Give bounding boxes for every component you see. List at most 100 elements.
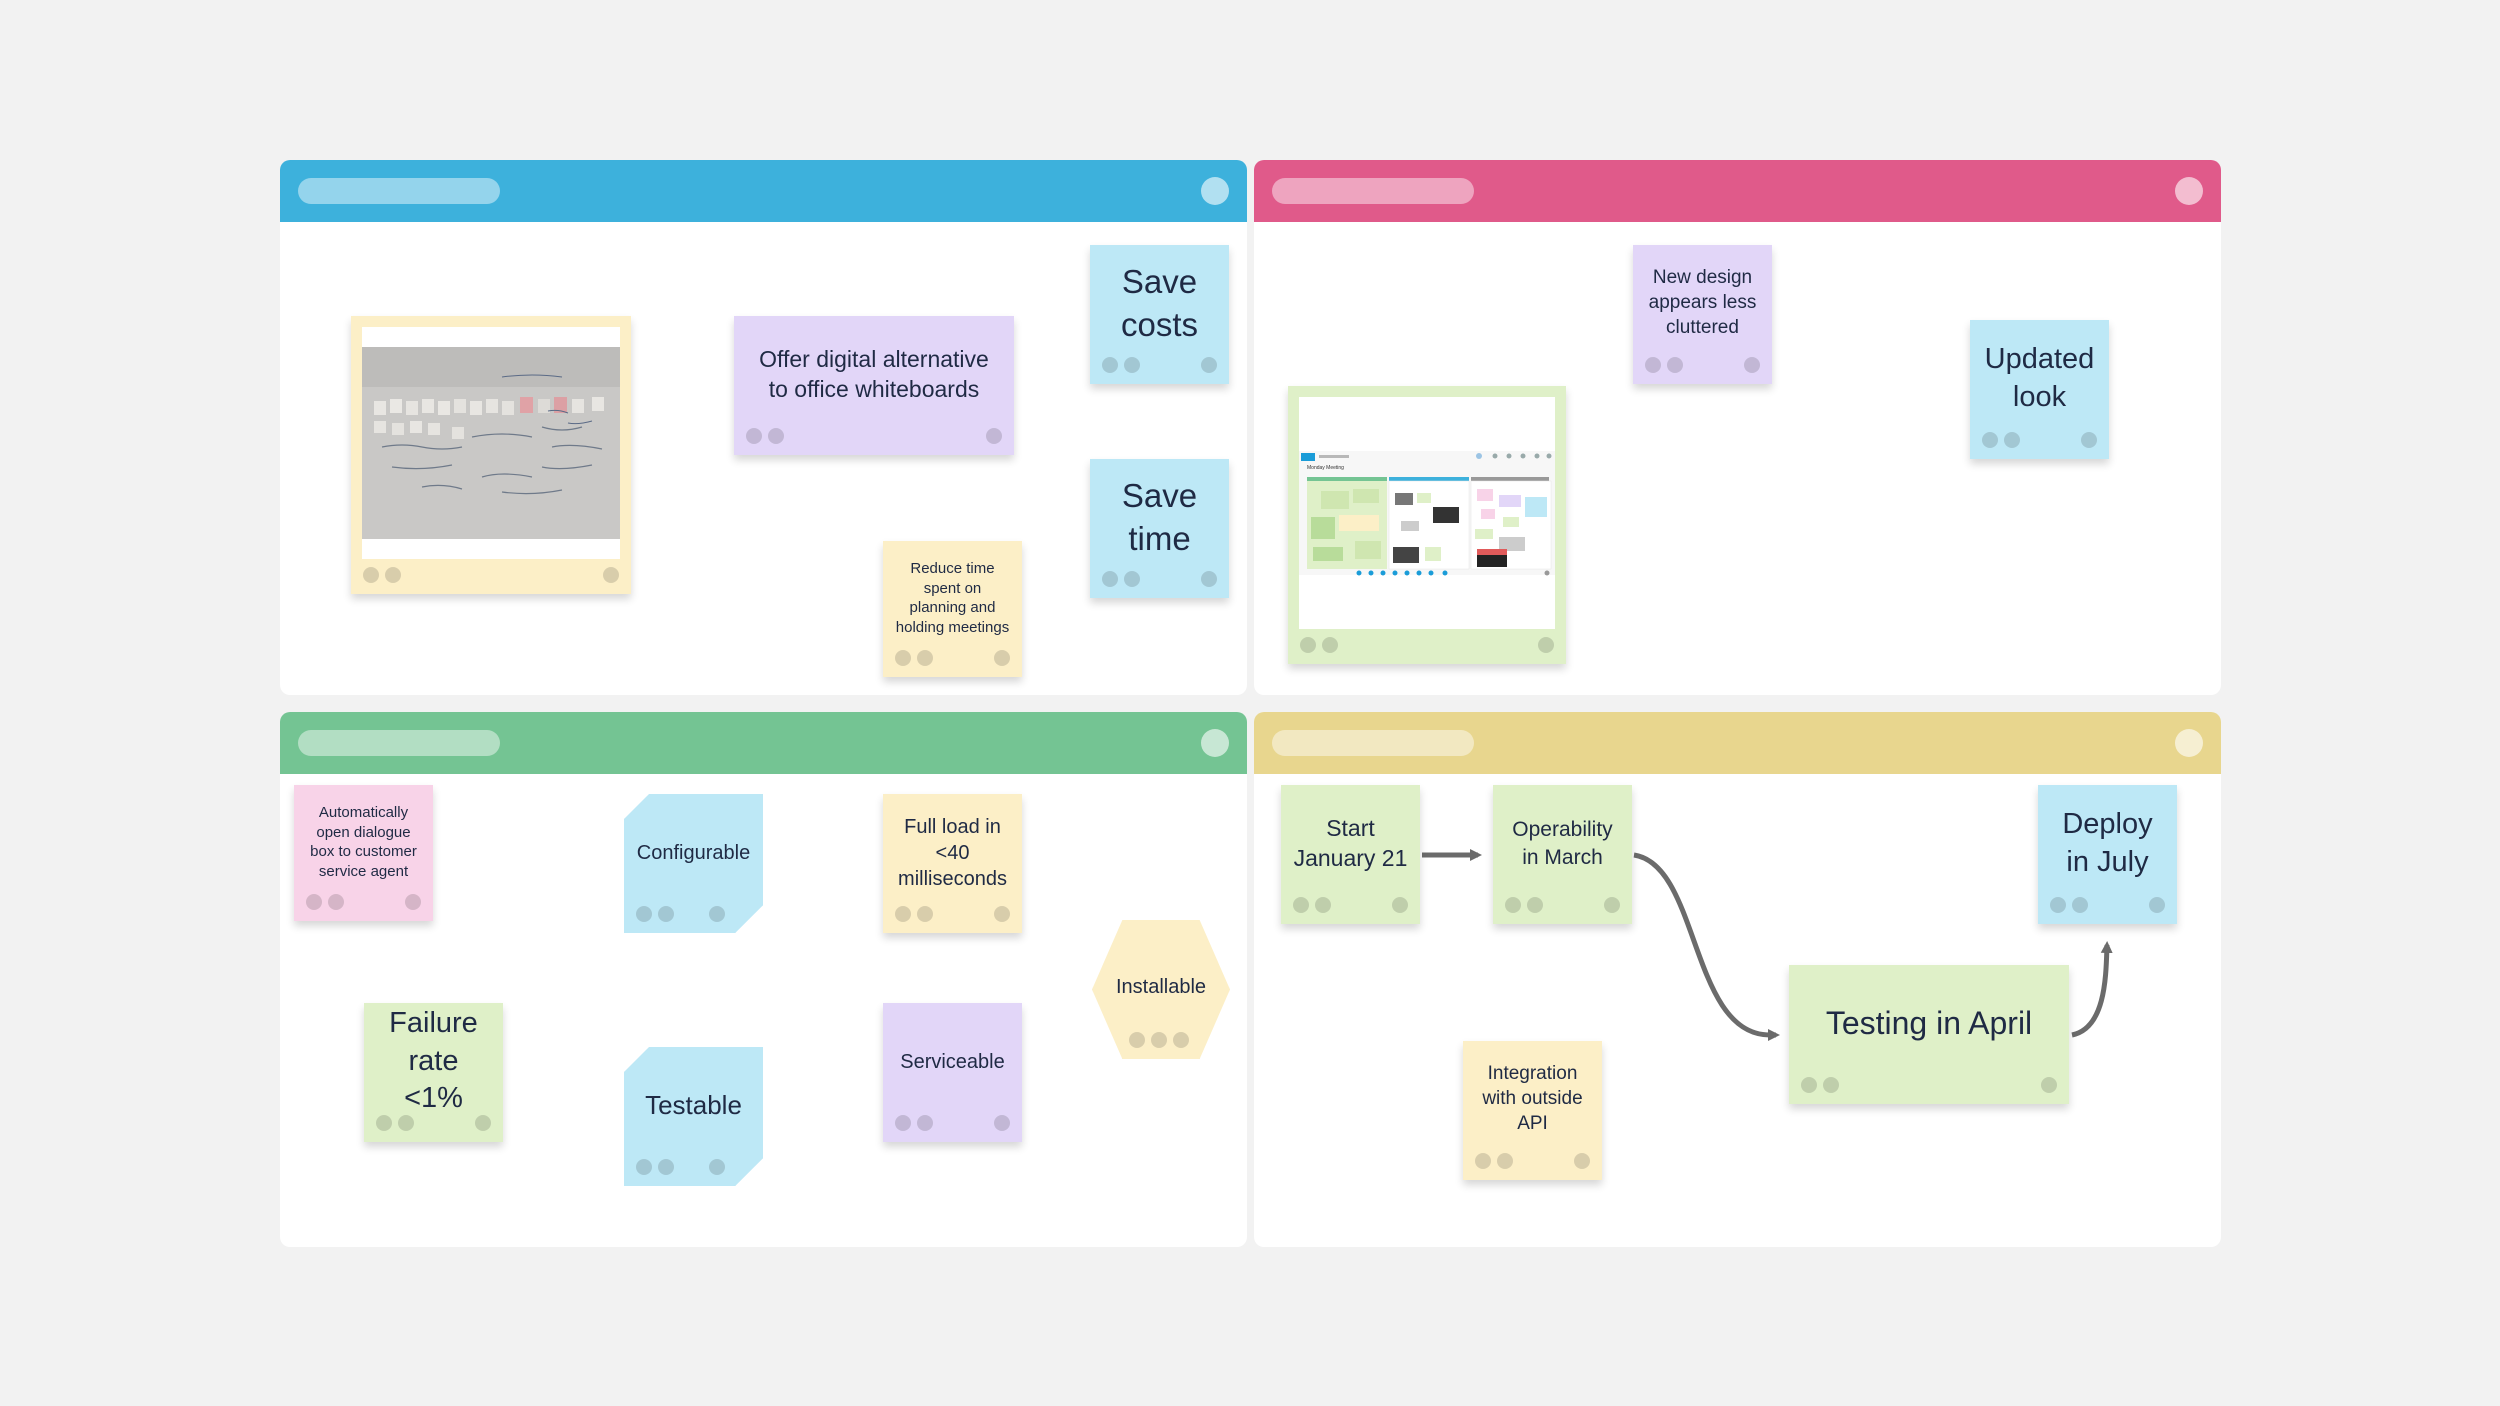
- note-dots: [1300, 637, 1554, 653]
- note-testing-april[interactable]: Testing in April: [1789, 965, 2069, 1104]
- note-dots: [895, 1115, 1010, 1131]
- note-dot: [2041, 1077, 2057, 1093]
- panel-menu-dot[interactable]: [1201, 729, 1229, 757]
- panel-header[interactable]: [280, 160, 1247, 222]
- note-dots: [1129, 1032, 1193, 1048]
- note-dot: [709, 1159, 725, 1175]
- note-updated-look[interactable]: Updated look: [1970, 320, 2109, 459]
- note-dots: [1982, 432, 2097, 448]
- note-dot: [363, 567, 379, 583]
- note-dots: [1475, 1153, 1590, 1169]
- note-start-january[interactable]: Start January 21: [1281, 785, 1420, 924]
- note-dot: [385, 567, 401, 583]
- note-dot: [1173, 1032, 1189, 1048]
- note-dot: [917, 650, 933, 666]
- note-reduce-time[interactable]: Reduce time spent on planning and holdin…: [883, 541, 1022, 677]
- note-dot: [1982, 432, 1998, 448]
- note-operability-march[interactable]: Operability in March: [1493, 785, 1632, 924]
- note-dot: [328, 894, 344, 910]
- note-dot: [1293, 897, 1309, 913]
- panel-title-placeholder[interactable]: [1272, 178, 1474, 204]
- note-dot: [1527, 897, 1543, 913]
- note-dot: [306, 894, 322, 910]
- note-dot: [1604, 897, 1620, 913]
- note-dot: [2004, 432, 2020, 448]
- note-dot: [636, 906, 652, 922]
- panel-title-placeholder[interactable]: [298, 730, 500, 756]
- note-configurable[interactable]: Configurable: [624, 794, 763, 933]
- note-dots: [1102, 571, 1217, 587]
- note-offer-digital[interactable]: Offer digital alternative to office whit…: [734, 316, 1014, 455]
- screenshot-title: Monday Meeting: [1307, 465, 1344, 471]
- note-dot: [1505, 897, 1521, 913]
- note-integration-api[interactable]: Integration with outside API: [1463, 1041, 1602, 1180]
- panel-header[interactable]: [1254, 160, 2221, 222]
- note-dots: [636, 906, 725, 922]
- note-full-load[interactable]: Full load in <40 milliseconds: [883, 794, 1022, 933]
- note-dot: [746, 428, 762, 444]
- note-save-time[interactable]: Save time: [1090, 459, 1229, 598]
- note-text: Operability in March: [1512, 818, 1613, 869]
- note-dot: [1102, 357, 1118, 373]
- note-dot: [917, 1115, 933, 1131]
- note-dots: [636, 1159, 725, 1175]
- note-dot: [1124, 357, 1140, 373]
- panel-title-placeholder[interactable]: [1272, 730, 1474, 756]
- note-dots: [1293, 897, 1408, 913]
- note-save-costs[interactable]: Save costs: [1090, 245, 1229, 384]
- panel-menu-dot[interactable]: [2175, 177, 2203, 205]
- note-dots: [1505, 897, 1620, 913]
- note-dots: [746, 428, 1002, 444]
- panel-header[interactable]: [1254, 712, 2221, 774]
- panel-menu-dot[interactable]: [2175, 729, 2203, 757]
- note-dots: [363, 567, 619, 583]
- note-text: Testing in April: [1825, 1004, 2033, 1041]
- app-screenshot-image: Monday Meeting: [1299, 397, 1555, 629]
- note-auto-dialogue[interactable]: Automatically open dialogue box to custo…: [294, 785, 433, 921]
- note-dot: [994, 650, 1010, 666]
- note-dot: [895, 906, 911, 922]
- note-failure-rate[interactable]: Failure rate <1%: [364, 1003, 503, 1142]
- note-serviceable[interactable]: Serviceable: [883, 1003, 1022, 1142]
- app-screenshot: Monday Meeting: [1299, 397, 1555, 629]
- note-dot: [398, 1115, 414, 1131]
- note-text: Installable: [1115, 975, 1207, 998]
- note-text: Testable: [645, 1089, 742, 1120]
- note-dot: [1801, 1077, 1817, 1093]
- note-dot: [1538, 637, 1554, 653]
- note-dot: [1102, 571, 1118, 587]
- note-dot: [1823, 1077, 1839, 1093]
- note-text: Start January 21: [1293, 814, 1408, 871]
- note-dot: [895, 1115, 911, 1131]
- note-text: Configurable: [636, 841, 751, 864]
- note-dot: [709, 906, 725, 922]
- note-dot: [2149, 897, 2165, 913]
- note-text: Offer digital alternative to office whit…: [759, 345, 989, 402]
- note-text: Save time: [1121, 476, 1198, 557]
- note-dot: [2050, 897, 2066, 913]
- note-dot: [1315, 897, 1331, 913]
- note-dot: [1497, 1153, 1513, 1169]
- panel-title-placeholder[interactable]: [298, 178, 500, 204]
- note-dot: [917, 906, 933, 922]
- note-text: Integration with outside API: [1482, 1063, 1583, 1134]
- note-dot: [2081, 432, 2097, 448]
- note-dot: [994, 1115, 1010, 1131]
- note-text: Full load in <40 milliseconds: [898, 815, 1007, 890]
- app-screenshot-card[interactable]: Monday Meeting: [1288, 386, 1566, 664]
- note-dot: [1151, 1032, 1167, 1048]
- panel-menu-dot[interactable]: [1201, 177, 1229, 205]
- note-dots: [895, 650, 1010, 666]
- note-dots: [2050, 897, 2165, 913]
- note-text: Deploy in July: [2062, 807, 2153, 878]
- note-dot: [1201, 571, 1217, 587]
- note-dot: [994, 906, 1010, 922]
- whiteboard-photo-card[interactable]: [351, 316, 631, 594]
- note-testable[interactable]: Testable: [624, 1047, 763, 1186]
- whiteboard-photo-image: [362, 327, 620, 559]
- note-dot: [603, 567, 619, 583]
- panel-header[interactable]: [280, 712, 1247, 774]
- note-deploy-july[interactable]: Deploy in July: [2038, 785, 2177, 924]
- note-installable[interactable]: Installable: [1092, 920, 1230, 1059]
- note-new-design[interactable]: New design appears less cluttered: [1633, 245, 1772, 384]
